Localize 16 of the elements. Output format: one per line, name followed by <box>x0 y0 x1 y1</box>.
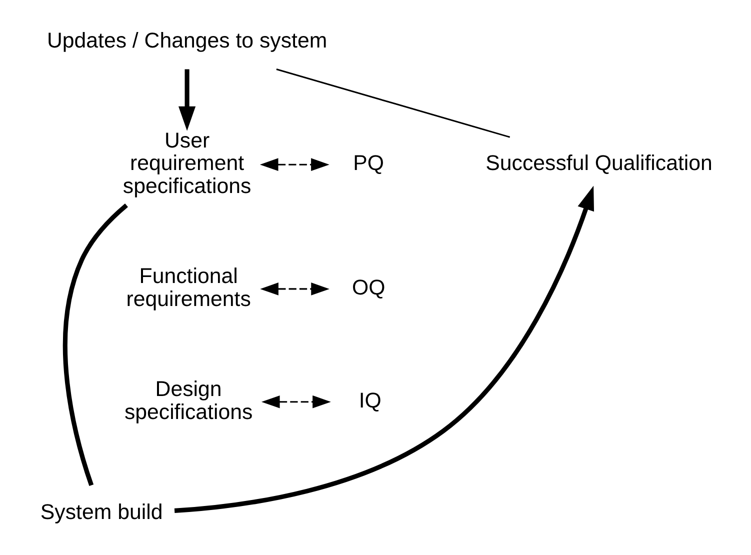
arrow <box>261 395 331 408</box>
node-text: IQ <box>358 388 382 413</box>
connector <box>276 68 510 138</box>
node-text: Design specifications <box>124 377 253 424</box>
node-text: User requirement specifications <box>122 128 252 198</box>
node-text: Functional requirements <box>126 264 251 312</box>
arrow <box>260 158 330 171</box>
connector <box>62 203 128 486</box>
node-text: System build <box>40 500 163 524</box>
node-text: PQ <box>353 151 384 176</box>
node-text: Successful Qualification <box>486 151 712 176</box>
node-text: OQ <box>352 276 386 300</box>
arrow <box>260 282 330 296</box>
node-text: Updates / Changes to system <box>46 28 328 52</box>
arrow <box>178 69 196 131</box>
arrow <box>174 186 594 513</box>
